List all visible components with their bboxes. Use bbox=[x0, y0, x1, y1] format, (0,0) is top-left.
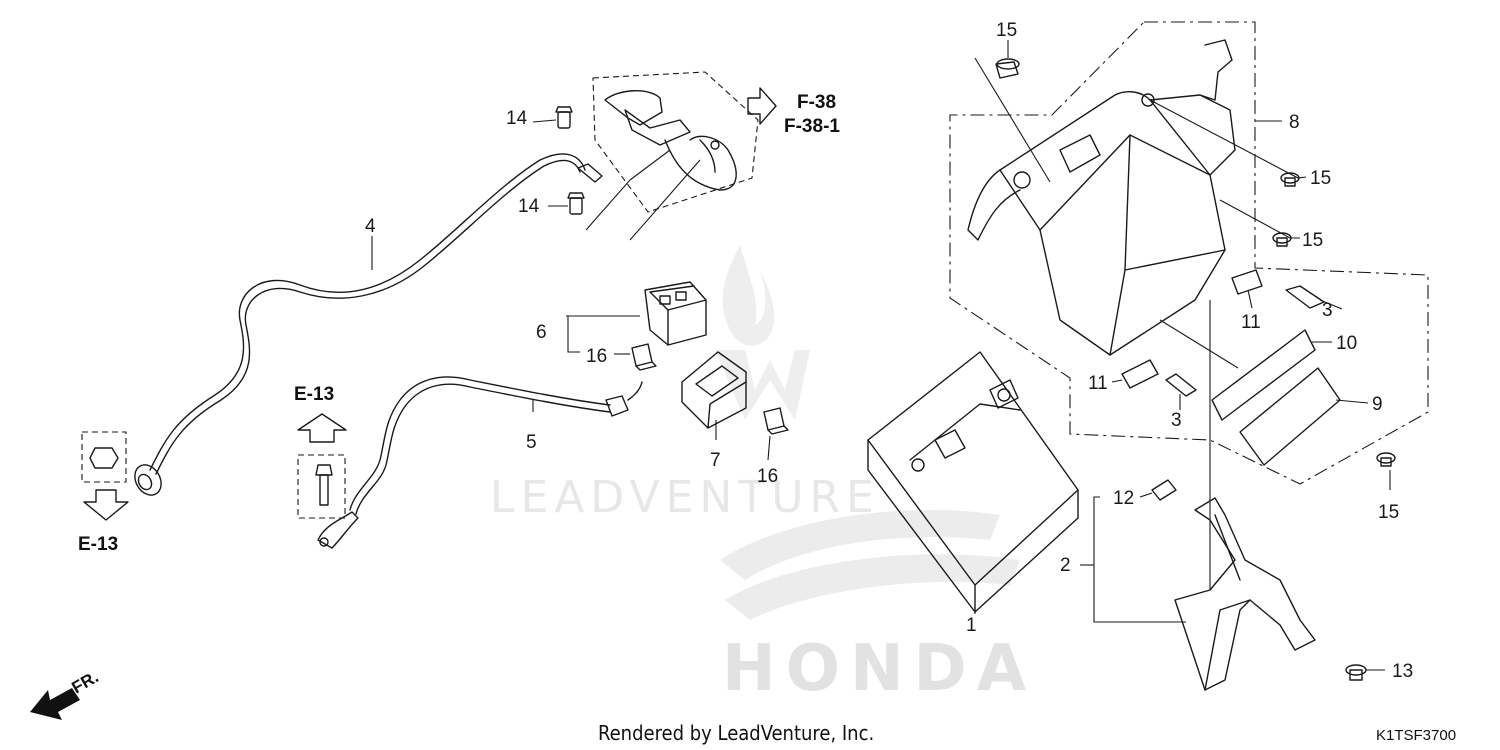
callout-13: 13 bbox=[1392, 661, 1413, 682]
leader-lines bbox=[371, 40, 1391, 671]
front-direction-marker: FR. bbox=[30, 667, 102, 720]
battery-cable-4 bbox=[134, 153, 603, 496]
watermark-company: LEADVENTURE bbox=[490, 472, 880, 523]
callout-5: 5 bbox=[526, 432, 537, 453]
screw-15-a bbox=[1280, 172, 1300, 187]
callout-15-b: 15 bbox=[1302, 230, 1323, 251]
watermark-brand: HONDA bbox=[722, 632, 1036, 706]
sheet-10 bbox=[1211, 329, 1316, 421]
callout-15-top: 15 bbox=[996, 20, 1017, 41]
battery-1 bbox=[867, 351, 1079, 613]
sheet-9 bbox=[1239, 367, 1341, 466]
pad-11-lower bbox=[1121, 359, 1159, 389]
watermark: LEADVENTURE HONDA bbox=[490, 245, 1036, 706]
bolt-e13 bbox=[297, 454, 346, 519]
callout-14-lower: 14 bbox=[518, 196, 540, 217]
callout-3-upper: 3 bbox=[1322, 300, 1333, 321]
bolt-13 bbox=[1345, 664, 1367, 681]
fuse-16-left bbox=[631, 343, 657, 371]
ref-e13-down: E-13 bbox=[78, 534, 118, 555]
pad-3-lower bbox=[1165, 373, 1197, 397]
ref-e13-up: E-13 bbox=[294, 384, 334, 405]
callout-8: 8 bbox=[1289, 112, 1300, 133]
battery-cable-5 bbox=[317, 376, 643, 549]
callout-2: 2 bbox=[1060, 555, 1071, 576]
callout-10: 10 bbox=[1336, 333, 1357, 354]
callout-11-upper: 11 bbox=[1241, 312, 1261, 333]
battery-stay-2 bbox=[1174, 497, 1316, 691]
callout-1: 1 bbox=[966, 615, 977, 636]
pad-12 bbox=[1151, 479, 1177, 501]
callout-12: 12 bbox=[1113, 488, 1134, 509]
callout-7: 7 bbox=[710, 450, 721, 471]
reference-labels: F-38 F-38-1 E-13 E-13 bbox=[78, 92, 840, 555]
screw-15-c bbox=[1376, 452, 1396, 467]
callout-15-a: 15 bbox=[1310, 168, 1331, 189]
callout-9: 9 bbox=[1372, 394, 1383, 415]
callout-3-lower: 3 bbox=[1171, 410, 1182, 431]
ref-arrow-f38 bbox=[747, 87, 777, 125]
bolt-14-upper bbox=[555, 106, 573, 129]
callout-4: 4 bbox=[365, 216, 376, 237]
callout-14-upper: 14 bbox=[506, 108, 528, 129]
fuse-16-right bbox=[763, 407, 789, 435]
callout-15-c: 15 bbox=[1378, 502, 1399, 523]
bolt-14-lower bbox=[567, 192, 585, 215]
ref-f38: F-38 bbox=[797, 92, 836, 113]
dashed-groupings bbox=[949, 21, 1429, 485]
screw-15-top bbox=[995, 58, 1020, 79]
footer-rendered-by: Rendered by LeadVenture, Inc. bbox=[598, 721, 874, 745]
callouts: 1 2 3 3 4 5 6 7 8 9 10 11 11 12 13 14 14… bbox=[365, 20, 1413, 682]
relay-cover-7 bbox=[681, 351, 747, 429]
diagram-code: K1TSF3700 bbox=[1376, 727, 1456, 744]
ref-f38-1: F-38-1 bbox=[784, 116, 840, 137]
nut-e13 bbox=[81, 431, 127, 483]
callout-16-left: 16 bbox=[586, 346, 607, 367]
callout-16-right: 16 bbox=[757, 466, 778, 487]
callout-6: 6 bbox=[536, 322, 547, 343]
battery-case-8 bbox=[967, 39, 1236, 356]
ref-arrow-e13-up bbox=[297, 413, 347, 443]
relay-harness-group bbox=[592, 71, 759, 213]
callout-11-lower: 11 bbox=[1088, 373, 1108, 394]
pad-11-upper bbox=[1231, 269, 1263, 295]
pad-3-upper bbox=[1285, 285, 1325, 309]
ref-arrow-e13-down bbox=[83, 489, 129, 521]
starter-relay-6 bbox=[644, 281, 707, 346]
screw-15-b bbox=[1272, 232, 1292, 247]
